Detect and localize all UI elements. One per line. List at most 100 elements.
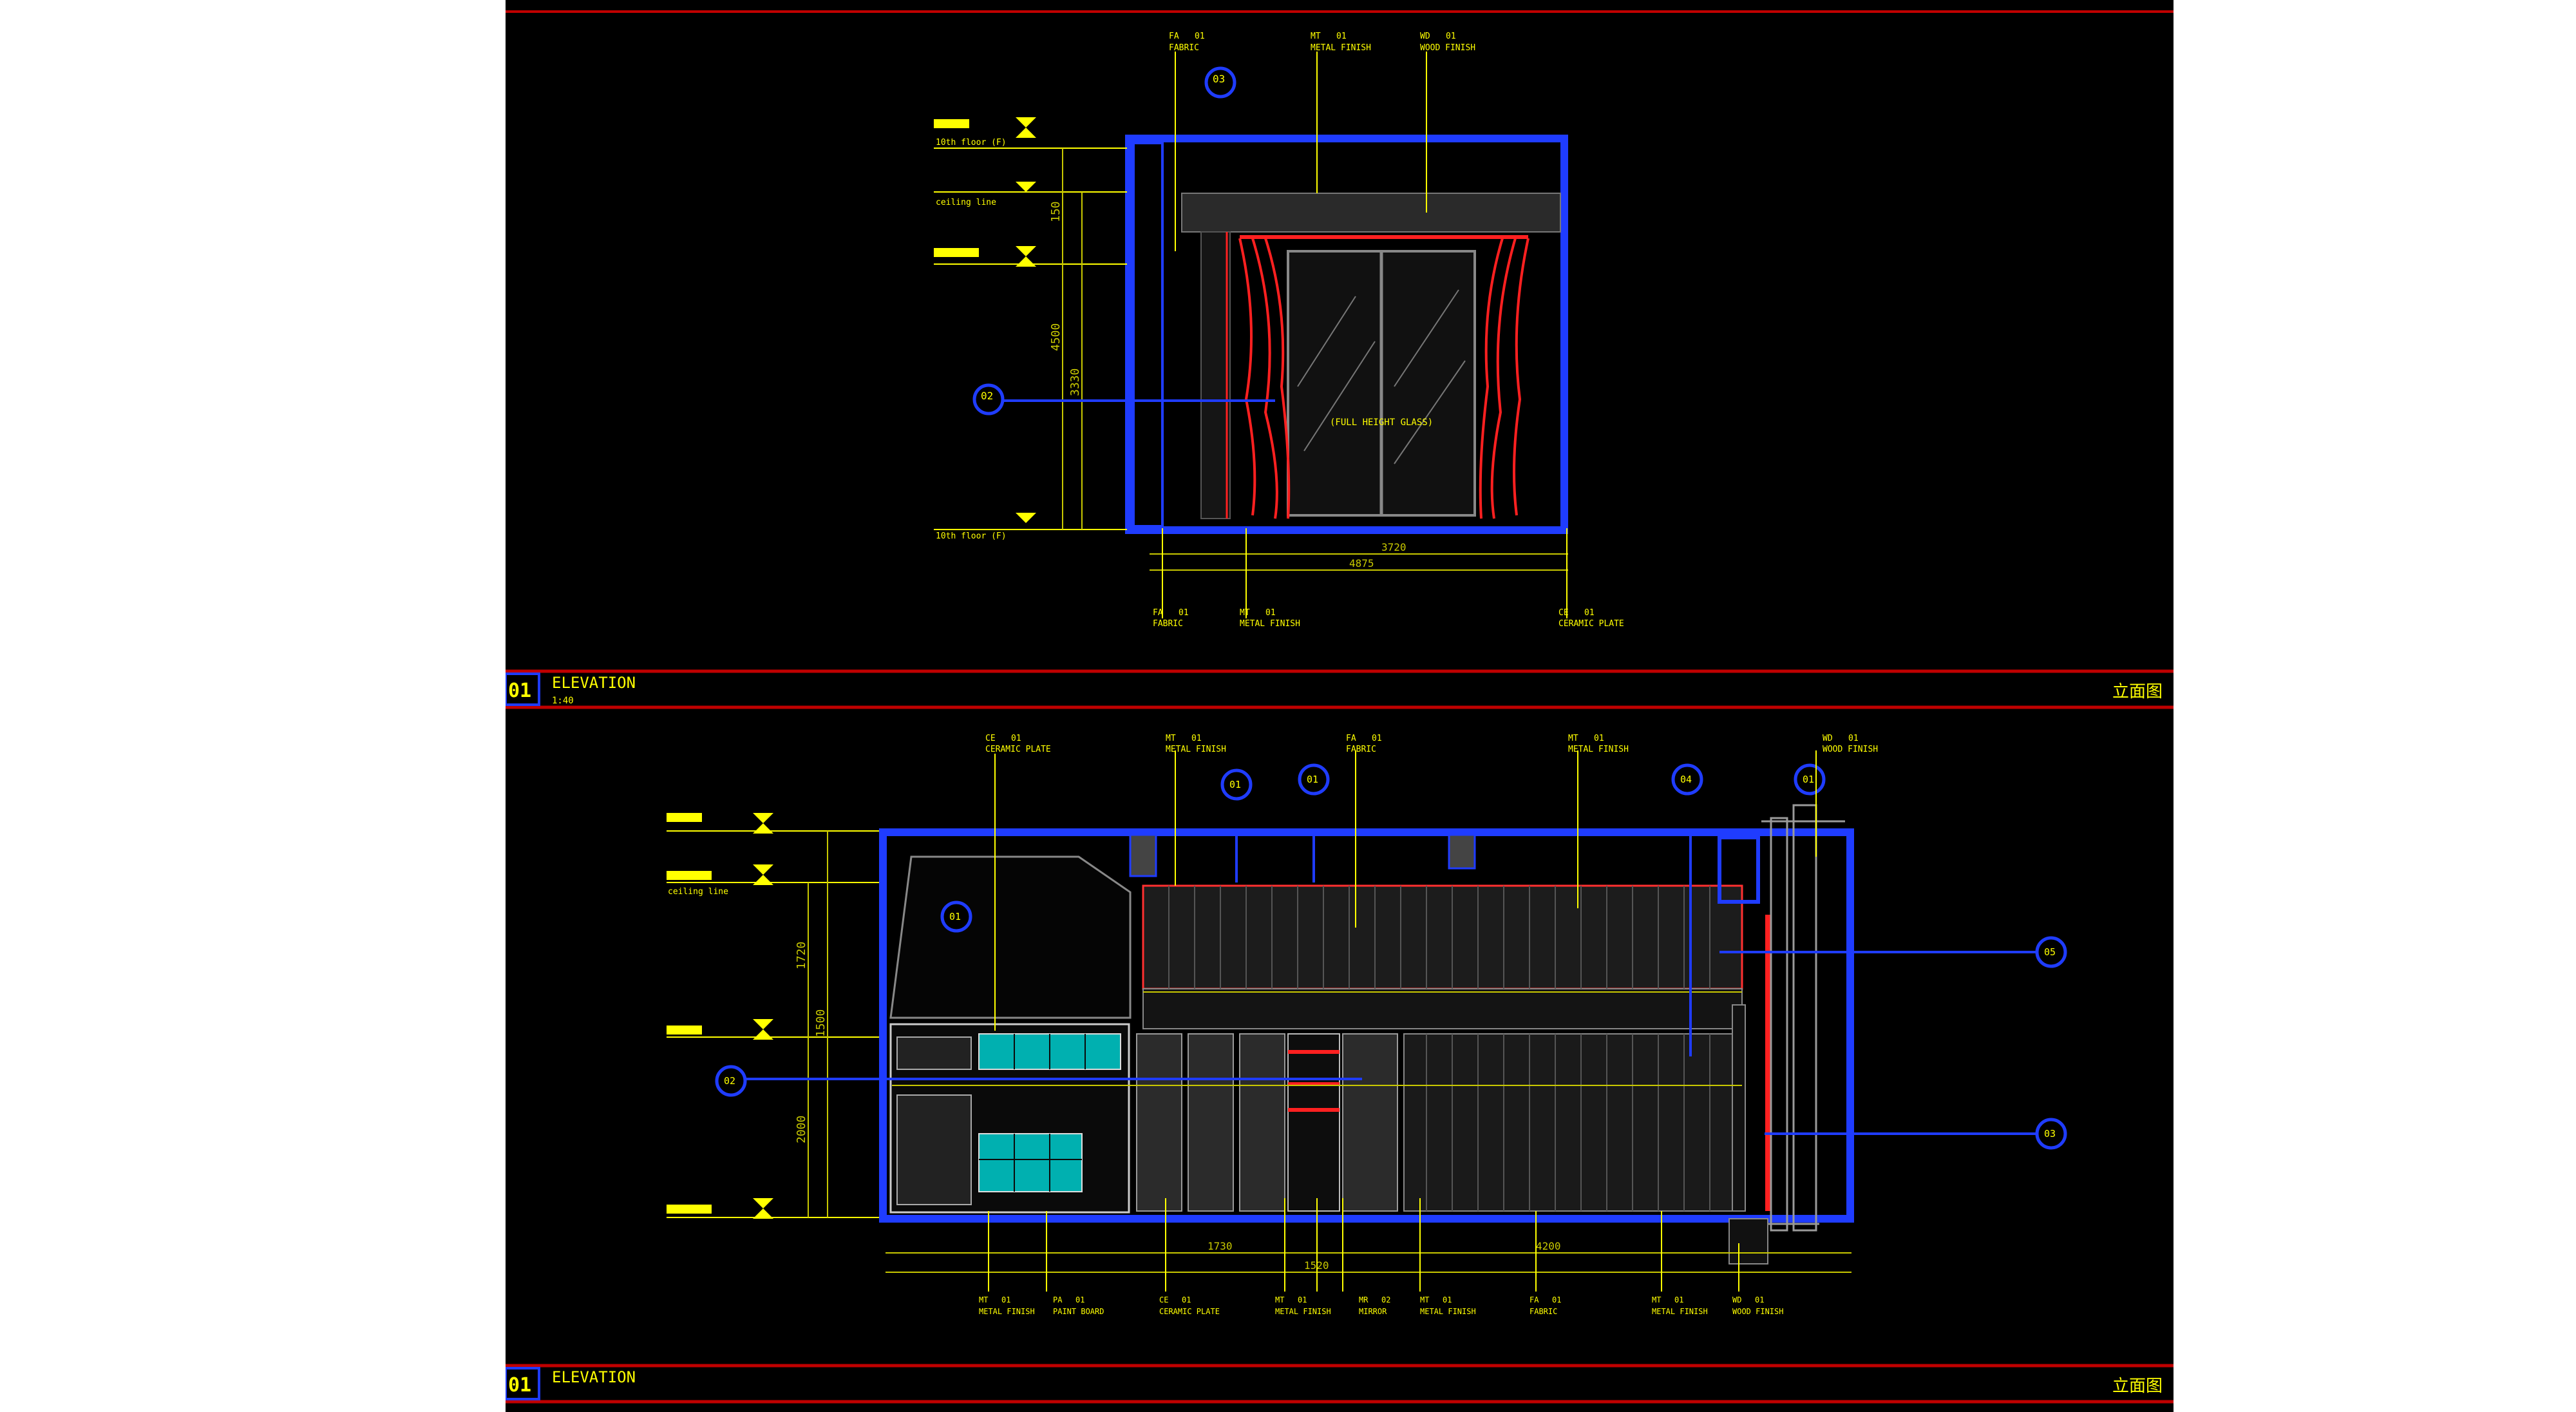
btag-t4-text: METAL FINISH	[1568, 745, 1629, 754]
tag-b-ce01-text: CERAMIC PLATE	[1558, 619, 1624, 629]
btag-b8-text: METAL FINISH	[1652, 1307, 1708, 1316]
tag-b-fa01-code: FA	[1153, 608, 1163, 618]
top-wall-outline	[1125, 135, 1568, 534]
bottom-section-lines	[728, 831, 2048, 1135]
btag-b9-code: WD	[1732, 1295, 1741, 1304]
bottom-vdim-3: 2000	[795, 1116, 808, 1143]
top-hdim-1: 3720	[1381, 541, 1406, 553]
top-tag-leaders	[1162, 52, 1567, 618]
top-horizontal-dim-lines	[1150, 553, 1568, 571]
elevation-top: (FULL HEIGHT GLASS)	[934, 32, 1624, 629]
btag-t1-code: CE	[985, 734, 996, 743]
tag-b-ce01-num: 01	[1584, 608, 1595, 618]
btag-t1-num: 01	[1011, 734, 1021, 743]
bottom-vdim-1: 1720	[795, 942, 808, 969]
top-level-label-1: 10th floor (F)	[936, 138, 1007, 148]
btag-b7-code: FA	[1530, 1295, 1539, 1304]
bottom-level-label: ceiling line	[668, 887, 728, 897]
mirror-red-bars	[1288, 1050, 1340, 1112]
top-level-label-2: ceiling line	[936, 198, 996, 207]
callout-label-4: 01	[1307, 774, 1318, 785]
callout-label-1: 02	[724, 1075, 735, 1087]
btag-b5-text: MIRROR	[1359, 1307, 1387, 1316]
ceramic-columns	[1136, 1033, 1398, 1212]
top-hdim-2: 4875	[1349, 557, 1374, 569]
top-level-marks	[934, 117, 1036, 523]
top-callout-03-label: 03	[1213, 73, 1225, 85]
btag-b3-code: CE	[1159, 1295, 1168, 1304]
sheet-number-box-2	[506, 1367, 540, 1400]
fabric-panel-lower	[1403, 1033, 1743, 1212]
btag-b2-text: PAINT BOARD	[1053, 1307, 1104, 1316]
mirror-panel	[1287, 1033, 1340, 1212]
sheet-scale-1: 1:40	[552, 696, 574, 706]
tag-b-fa01-text: FABRIC	[1153, 619, 1183, 629]
title-bar-1: 01 ELEVATION 1:40 立面图	[506, 669, 2174, 709]
bottom-hdim-2: 1730	[1208, 1240, 1233, 1252]
btag-b2-code: PA	[1053, 1295, 1063, 1304]
btag-b3-num: 01	[1182, 1295, 1191, 1304]
top-callout-02-label: 02	[981, 390, 993, 402]
tag-mt01-text: METAL FINISH	[1311, 43, 1371, 53]
tag-b-mt01-num: 01	[1265, 608, 1276, 618]
btag-b1-num: 01	[1001, 1295, 1010, 1304]
btag-b6-code: MT	[1420, 1295, 1429, 1304]
tag-b-mt01-code: MT	[1240, 608, 1250, 618]
bottom-callout-circles	[715, 763, 2067, 1150]
right-column	[1732, 1004, 1746, 1212]
bottom-level-marks	[667, 813, 773, 1219]
btag-b1-text: METAL FINISH	[979, 1307, 1035, 1316]
callout-label-8: 03	[2044, 1128, 2056, 1140]
bottom-bottom-tag-leaders	[988, 1198, 1739, 1292]
top-vertical-dim-lines	[1062, 148, 1083, 530]
bottom-bottom-tags: MT 01 METAL FINISH PA 01 PAINT BOARD CE …	[979, 1295, 1783, 1316]
sheet-number-1: 01	[508, 680, 531, 702]
tag-wd01-text: WOOD FINISH	[1420, 43, 1475, 53]
tag-wd01-code: WD	[1420, 32, 1430, 41]
bottom-level-lines	[667, 830, 879, 1218]
tag-fa01-num: 01	[1195, 32, 1205, 41]
top-vdim-2: 4500	[1049, 323, 1063, 351]
right-bottom-base	[1728, 1218, 1768, 1264]
glass-note: (FULL HEIGHT GLASS)	[1330, 417, 1433, 428]
btag-b5-num: 02	[1381, 1295, 1390, 1304]
top-level-label-3: 10th floor (F)	[936, 531, 1007, 541]
sheet-chinese-2: 立面图	[2112, 1377, 2163, 1396]
bottom-ceiling-notch-1	[1129, 834, 1157, 877]
top-vdim-3: 3330	[1068, 368, 1082, 396]
btag-b9-text: WOOD FINISH	[1732, 1307, 1783, 1316]
fabric-panel-ribs	[1168, 886, 1710, 1211]
bottom-top-tag-leaders	[994, 750, 1817, 1031]
bottom-vdim-2: 1500	[814, 1009, 828, 1037]
btag-t5-text: WOOD FINISH	[1823, 745, 1878, 754]
btag-t3-text: FABRIC	[1346, 745, 1376, 754]
sheet-label-2: ELEVATION	[552, 1368, 636, 1386]
sheet-chinese-1: 立面图	[2112, 682, 2163, 701]
elevation-bottom: ceiling line 1720 1500 2000 4200 1730 15…	[667, 734, 2067, 1316]
btag-b9-num: 01	[1755, 1295, 1764, 1304]
bottom-hdim-1: 4200	[1536, 1240, 1561, 1252]
btag-b5-code: MR	[1359, 1295, 1368, 1304]
tag-mt01-code: MT	[1311, 32, 1321, 41]
sheet-number-2: 01	[508, 1374, 531, 1397]
btag-t1-text: CERAMIC PLATE	[985, 745, 1051, 754]
btag-t2-code: MT	[1166, 734, 1176, 743]
btag-t3-code: FA	[1346, 734, 1356, 743]
bottom-top-tags: CE 01 CERAMIC PLATE MT 01 METAL FINISH F…	[985, 734, 1878, 754]
tag-mt01-num: 01	[1336, 32, 1347, 41]
top-ceiling-band	[1181, 193, 1561, 233]
btag-b4-text: METAL FINISH	[1275, 1307, 1331, 1316]
btag-t5-code: WD	[1823, 734, 1833, 743]
callout-label-2: 01	[949, 911, 961, 922]
callout-label-7: 05	[2044, 946, 2056, 958]
cad-drawing: (FULL HEIGHT GLASS)	[506, 0, 2174, 1412]
btag-t4-num: 01	[1594, 734, 1604, 743]
top-level-lines	[934, 148, 1127, 530]
cyan-shelf-grid	[979, 1034, 1086, 1192]
glass-reflection-lines	[1297, 289, 1466, 464]
btag-b1-code: MT	[979, 1295, 988, 1304]
top-callout-03	[1204, 66, 1236, 99]
callout-label-3: 01	[1229, 779, 1241, 790]
fabric-panel-band	[1142, 988, 1743, 1029]
bottom-wall-outline	[879, 828, 1854, 1223]
